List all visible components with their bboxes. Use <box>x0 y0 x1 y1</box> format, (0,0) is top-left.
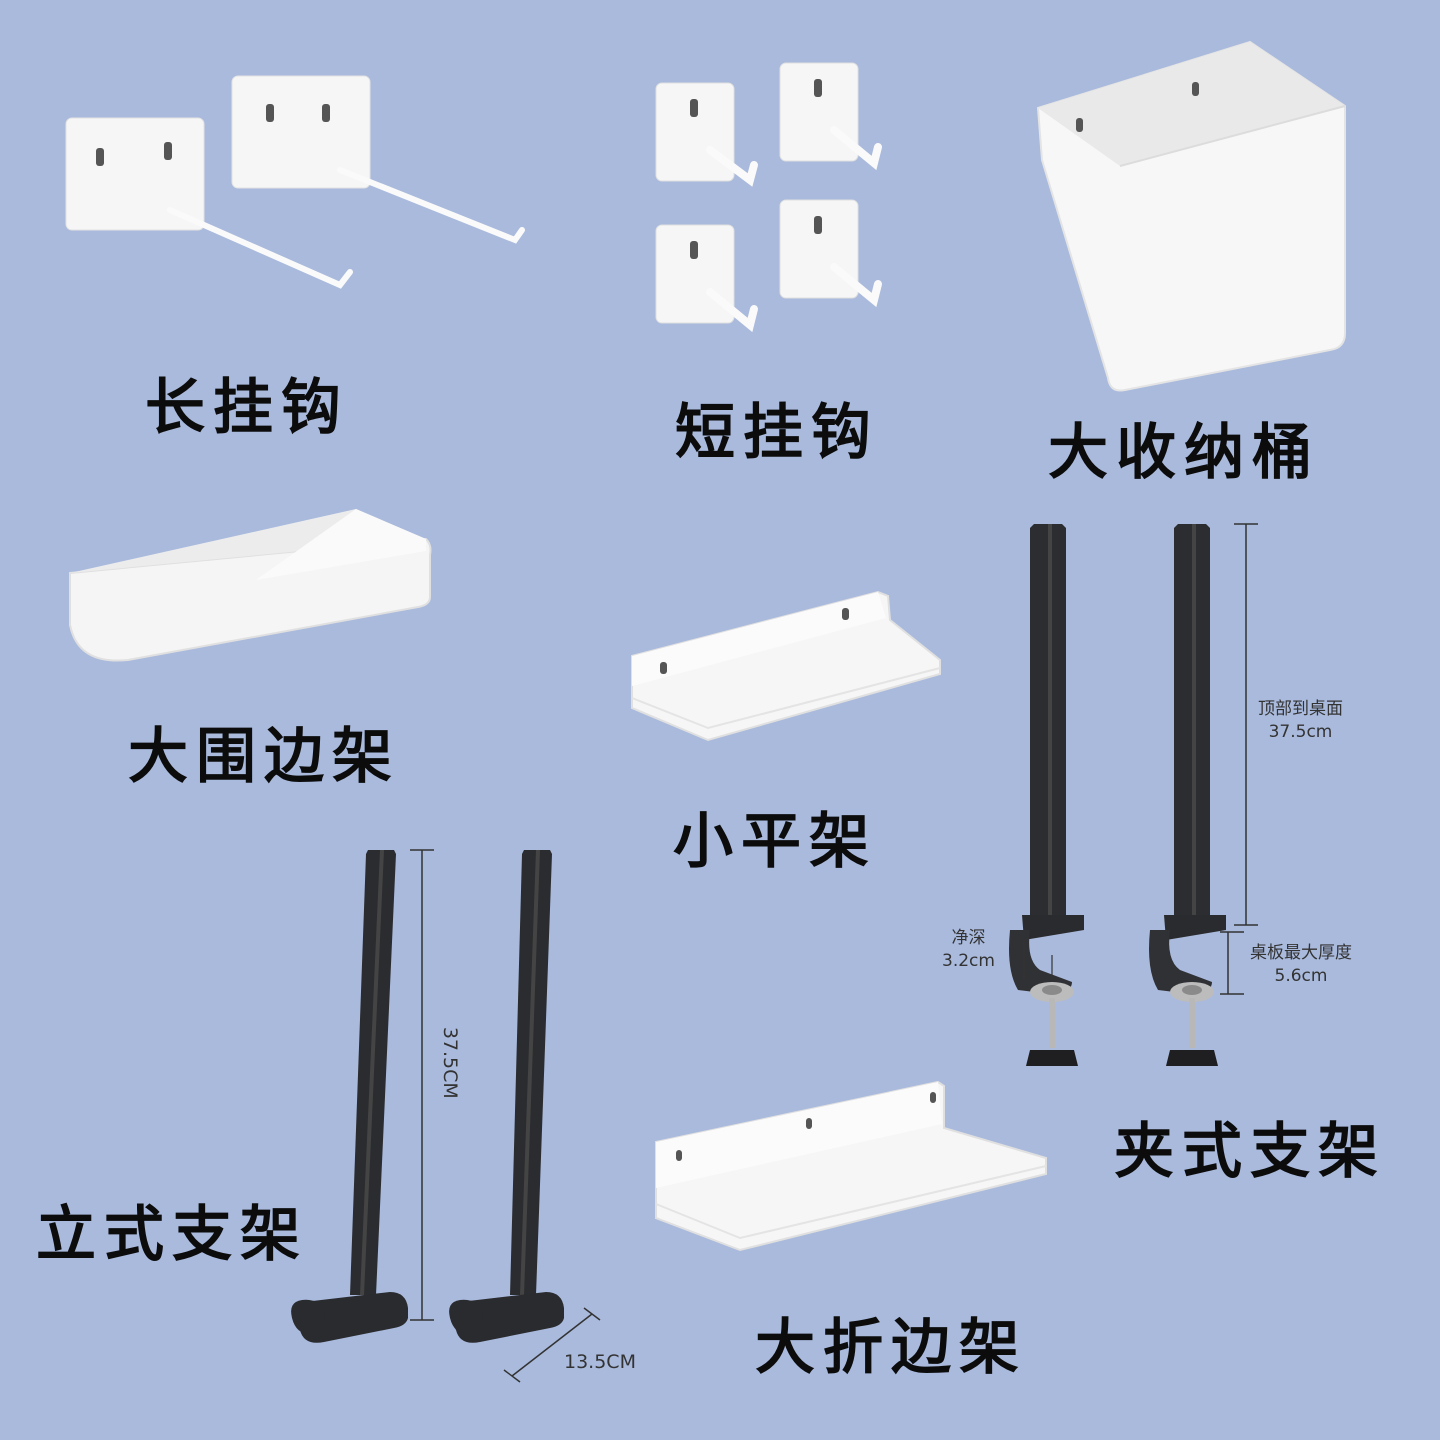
big-folded-shelf-label: 大折边架 <box>755 1313 1027 1383</box>
big-bucket-label: 大收纳桶 <box>1048 418 1320 488</box>
clamp-height-label: 顶部到桌面 <box>1258 699 1343 719</box>
clamp-dimension-lines <box>1023 523 1258 995</box>
big-folded-shelf-image <box>655 1080 1047 1252</box>
stand-height-dimension: 37.5CM <box>438 1026 461 1099</box>
standing-bracket-label: 立式支架 <box>36 1200 308 1270</box>
clamp-bracket-image <box>1009 524 1226 1066</box>
long-hook-image <box>65 75 525 289</box>
small-flat-shelf-label: 小平架 <box>673 807 877 877</box>
clamp-height-value: 37.5cm <box>1268 721 1333 742</box>
clamp-depth-label: 净深 <box>951 928 986 948</box>
clamp-depth-dimension: 净深 3.2cm <box>942 927 995 973</box>
big-bucket-image <box>1036 40 1346 392</box>
small-flat-shelf-image <box>631 590 941 742</box>
short-hook-image <box>655 62 882 333</box>
big-rim-shelf-image <box>69 509 432 662</box>
big-rim-shelf-label: 大围边架 <box>128 722 400 792</box>
clamp-depth-value: 3.2cm <box>942 950 995 971</box>
clamp-thickness-label: 桌板最大厚度 <box>1250 943 1352 963</box>
short-hook-label: 短挂钩 <box>675 398 879 468</box>
clamp-bracket-label: 夹式支架 <box>1114 1117 1386 1187</box>
clamp-thickness-value: 5.6cm <box>1274 965 1328 986</box>
clamp-thickness-dimension: 桌板最大厚度 5.6cm <box>1250 942 1352 988</box>
stand-base-dimension: 13.5CM <box>564 1351 636 1373</box>
standing-bracket-image <box>291 849 601 1383</box>
clamp-height-dimension: 顶部到桌面 37.5cm <box>1258 698 1343 744</box>
long-hook-label: 长挂钩 <box>145 373 349 443</box>
